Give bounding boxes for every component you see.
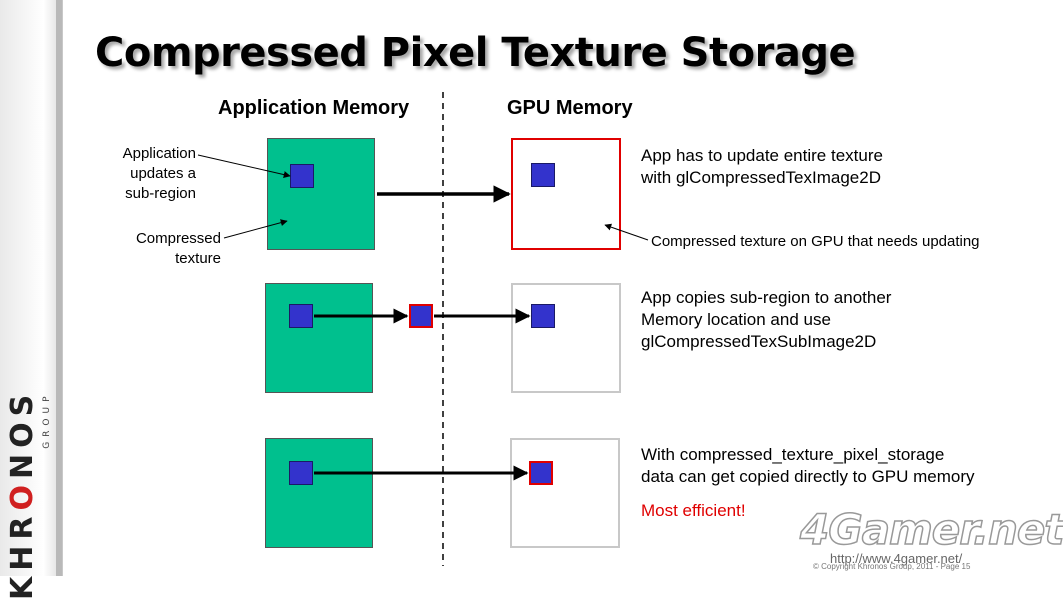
- watermark-logo: 4Gamer.net: [799, 504, 1063, 555]
- gpu-subregion-1: [531, 163, 555, 187]
- app-texture-3: [265, 438, 373, 548]
- gpu-texture-1: [511, 138, 621, 250]
- app-texture-2: [265, 283, 373, 393]
- gpu-texture-2: [511, 283, 621, 393]
- pointer-compressed-texture: [223, 219, 288, 239]
- label-compressed-texture: Compressed texture: [135, 230, 221, 267]
- pointer-app-updates: [197, 154, 291, 179]
- gpu-subregion-2: [531, 304, 555, 328]
- slide-title: Compressed Pixel Texture Storage: [95, 30, 856, 76]
- gpu-texture-3: [510, 438, 620, 548]
- label-gpu-texture-note: Compressed texture on GPU that needs upd…: [651, 233, 980, 250]
- header-gpu-memory: GPU Memory: [507, 97, 633, 119]
- header-application-memory: Application Memory: [218, 97, 410, 119]
- most-efficient-label: Most efficient!: [641, 501, 746, 520]
- subregion-3: [289, 461, 313, 485]
- sidebar-bar: [56, 0, 62, 576]
- label-app-updates: Application updates a sub-region: [122, 145, 196, 202]
- row2-description: App copies sub-region to another Memory …: [641, 288, 892, 351]
- footer-copyright: © Copyright Khronos Group, 2011 - Page 1…: [813, 562, 971, 571]
- sidebar: KHRONOS GROUP: [0, 0, 63, 600]
- row1-description: App has to update entire texture with gl…: [641, 146, 883, 187]
- diagram-lines: [197, 92, 649, 566]
- subregion-1: [290, 164, 314, 188]
- pointer-gpu-texture: [604, 223, 649, 241]
- temp-copy-subregion: [409, 304, 433, 328]
- subregion-2: [289, 304, 313, 328]
- app-texture-1: [267, 138, 375, 250]
- watermark-url: http://www.4gamer.net/: [830, 551, 963, 566]
- row3-description: With compressed_texture_pixel_storage da…: [641, 445, 975, 486]
- gpu-subregion-3: [529, 461, 553, 485]
